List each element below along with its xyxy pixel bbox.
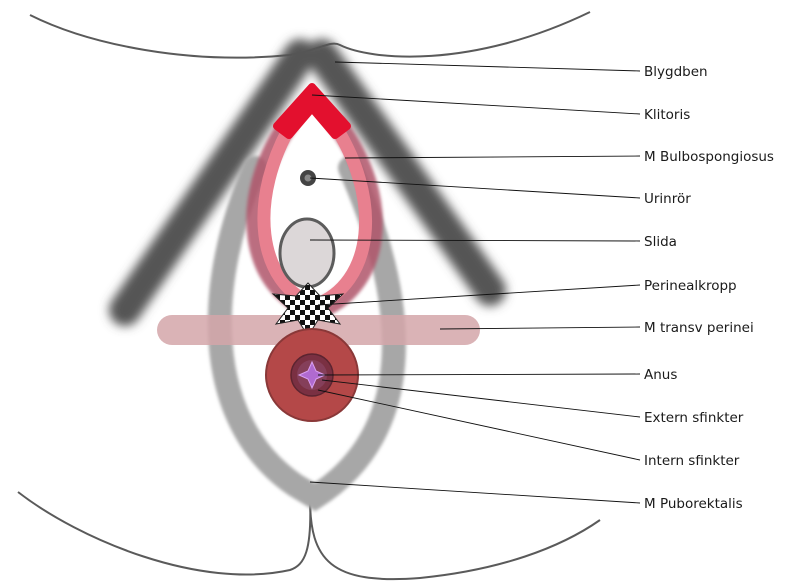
label-transverse-perinei: M transv perinei — [644, 320, 754, 336]
label-bulbospongiosus: M Bulbospongiosus — [644, 149, 774, 165]
label-perineal-body: Perinealkropp — [644, 278, 737, 294]
left-buttock-contour — [18, 492, 310, 575]
label-urethra: Urinrör — [644, 191, 691, 207]
label-vagina: Slida — [644, 234, 677, 250]
right-buttock-contour — [310, 498, 600, 579]
label-internal-sphincter: Intern sfinkter — [644, 453, 740, 469]
label-pubic-bone: Blygdben — [644, 64, 708, 80]
label-external-sphincter: Extern sfinkter — [644, 410, 744, 426]
label-clitoris: Klitoris — [644, 107, 690, 123]
vagina — [280, 219, 334, 287]
label-anus: Anus — [644, 367, 677, 383]
label-puborectalis: M Puborektalis — [644, 496, 743, 512]
labels: Blygdben Klitoris M Bulbospongiosus Urin… — [644, 64, 774, 512]
